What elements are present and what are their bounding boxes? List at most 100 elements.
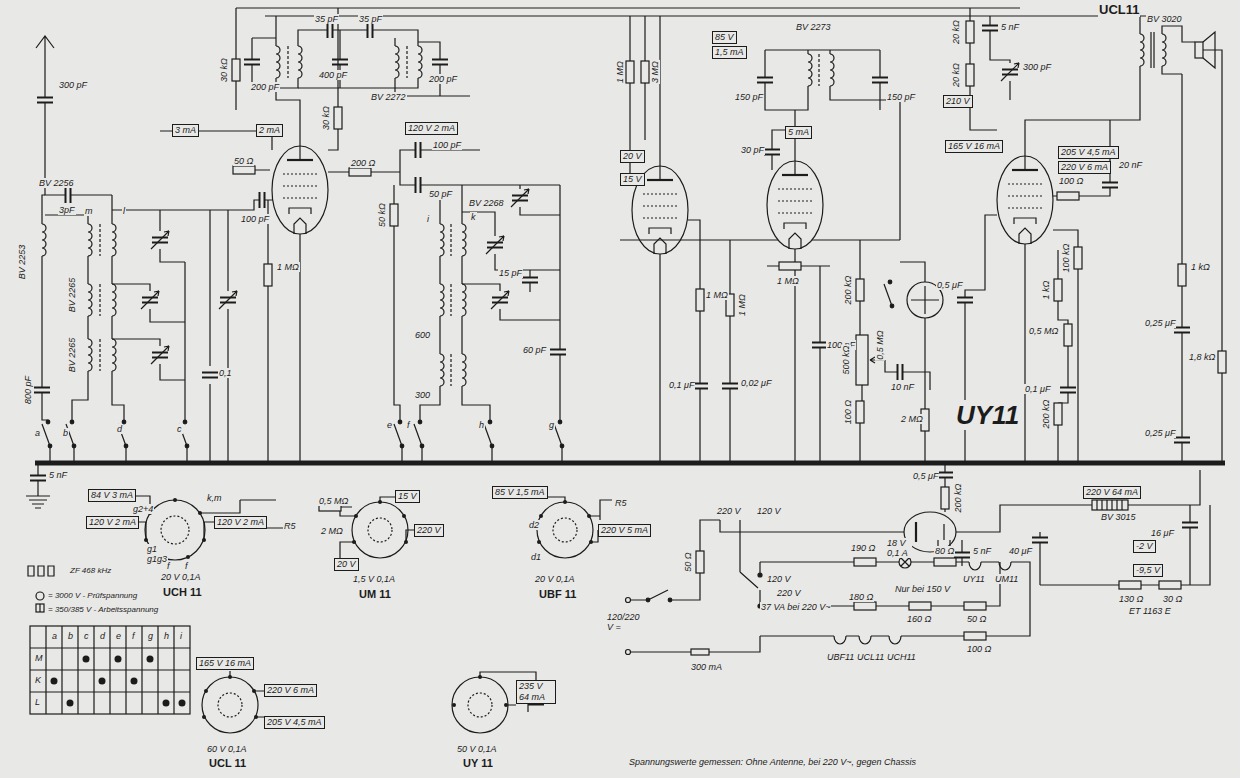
component-label: 16 μF [1150,528,1175,538]
value-text: 120 V 2 mA [408,123,455,134]
legend-text: = 3000 V - Prüfspannung [48,591,137,600]
value-text: 220 V 64 mA [1086,487,1138,498]
component-label: UY 11 [462,757,494,770]
component-label: c [176,424,183,434]
component-label: 200 pF [250,82,280,92]
component-label: c [83,631,90,641]
component-label: 20 kΩ [951,62,961,88]
component-label: 50 kΩ [377,202,387,228]
value-text: 235 V 64 mA [519,681,553,703]
value-text: 220 V 5 mA [601,525,648,536]
component-label: 300 pF [58,80,88,90]
value-text: 3 mA [175,125,196,136]
component-label: BV 2268 [468,198,505,208]
component-label: 50 Ω [683,551,693,572]
value-text: 84 V 3 mA [91,490,133,501]
component-label: f [406,420,411,430]
value-text: 85 V 1,5 mA [495,487,545,498]
value-text: 20 V [623,151,642,162]
component-label: f [131,631,136,641]
component-label: BV 2265 [67,277,77,314]
component-label: BV 2272 [370,92,407,102]
component-label: k,m [206,493,223,503]
component-label: Spannungswerte gemessen: Ohne Antenne, b… [628,757,917,767]
value-text: -2 V [1136,541,1153,552]
component-label: 30 pF [740,145,765,155]
value-text: 220 V 6 mA [1061,162,1108,173]
component-label: 1 MΩ [776,276,800,286]
component-label: 30 kΩ [219,57,229,83]
component-label: 220 V [716,506,742,516]
component-label: 400 pF [318,70,348,80]
component-label: 160 Ω [906,614,932,624]
value-box: 220 V 6 mA [1058,161,1111,174]
component-label: f [184,561,189,571]
component-label: 20 nF [1118,160,1143,170]
value-box: 210 V [943,95,973,108]
value-text: 165 V 16 mA [199,658,251,669]
component-label: e [386,420,393,430]
component-label: 100 Ω [966,644,992,654]
component-label: 100 Ω [1058,176,1084,186]
component-label: UCL11 [856,652,885,662]
component-label: 0,5 MΩ [1028,326,1059,336]
component-label: UY11 [955,400,1020,430]
component-label: a [34,428,41,438]
component-label: 200 Ω [350,158,376,168]
component-label: K [34,675,42,685]
component-label: g1g3 [146,554,168,564]
value-text: 5 mA [788,127,809,138]
component-label: 50 Ω [233,156,254,166]
value-box: 120 V 2 mA [86,516,139,529]
component-label: 60 V 0,1A [206,744,248,754]
component-label: ET 1163 E [1128,606,1172,616]
component-label: UCL11 [1098,2,1140,17]
component-label: h [163,631,170,641]
value-text: 220 V 6 mA [267,685,314,696]
component-label: R5 [283,521,297,531]
component-label: 0,5 MΩ [875,329,885,360]
component-label: d [116,424,123,434]
component-label: 15 pF [498,268,523,278]
component-label: 100 Ω [843,399,853,425]
value-text: 1,5 mA [715,47,744,58]
component-label: BV 2256 [38,178,75,188]
component-label: 1 MΩ [615,60,625,84]
component-label: BV 3020 [1146,14,1183,24]
component-label: 300 [414,390,431,400]
component-label: 150 pF [734,92,764,102]
component-label: 0,02 μF [740,378,772,388]
value-text: 20 V [337,559,356,570]
component-label: 100 pF [432,140,462,150]
value-box: 220 V 5 mA [598,524,651,537]
value-text: 15 V [623,174,642,185]
component-label: UBF11 [826,652,855,662]
component-label: 30 Ω [1162,594,1183,604]
value-box: 165 V 16 mA [196,657,254,670]
value-box: -9,5 V [1133,564,1163,577]
value-box: 15 V [395,490,420,503]
component-label: 18 V 0,1 A [886,538,912,558]
component-label: 5 nF [1000,22,1020,32]
component-label: 5 nF [972,546,992,556]
component-label: l [122,206,126,216]
value-box: 1,5 mA [712,46,747,59]
value-box: 220 V [414,524,444,537]
value-text: 210 V [946,96,970,107]
value-box: 120 V 2 mA [214,516,267,529]
component-label: 0,5 μF [912,471,939,481]
component-label: BV 2253 [17,244,27,281]
component-label: 130 Ω [1118,594,1144,604]
component-label: UCH11 [886,652,917,662]
legend-text: = 350/385 V - Arbeitsspannung [48,605,158,614]
component-label: R5 [614,498,628,508]
value-text: -9,5 V [1136,565,1160,576]
legend-entry: = 3000 V - Prüfspannung [48,591,137,601]
component-label: 3 MΩ [650,60,660,84]
component-label: 20 V 0,1A [160,572,202,582]
component-label: 40 μF [1008,546,1033,556]
value-box: 85 V 1,5 mA [492,486,548,499]
component-label: 20 V 0,1A [534,574,576,584]
component-label: 1 MΩ [276,262,300,272]
